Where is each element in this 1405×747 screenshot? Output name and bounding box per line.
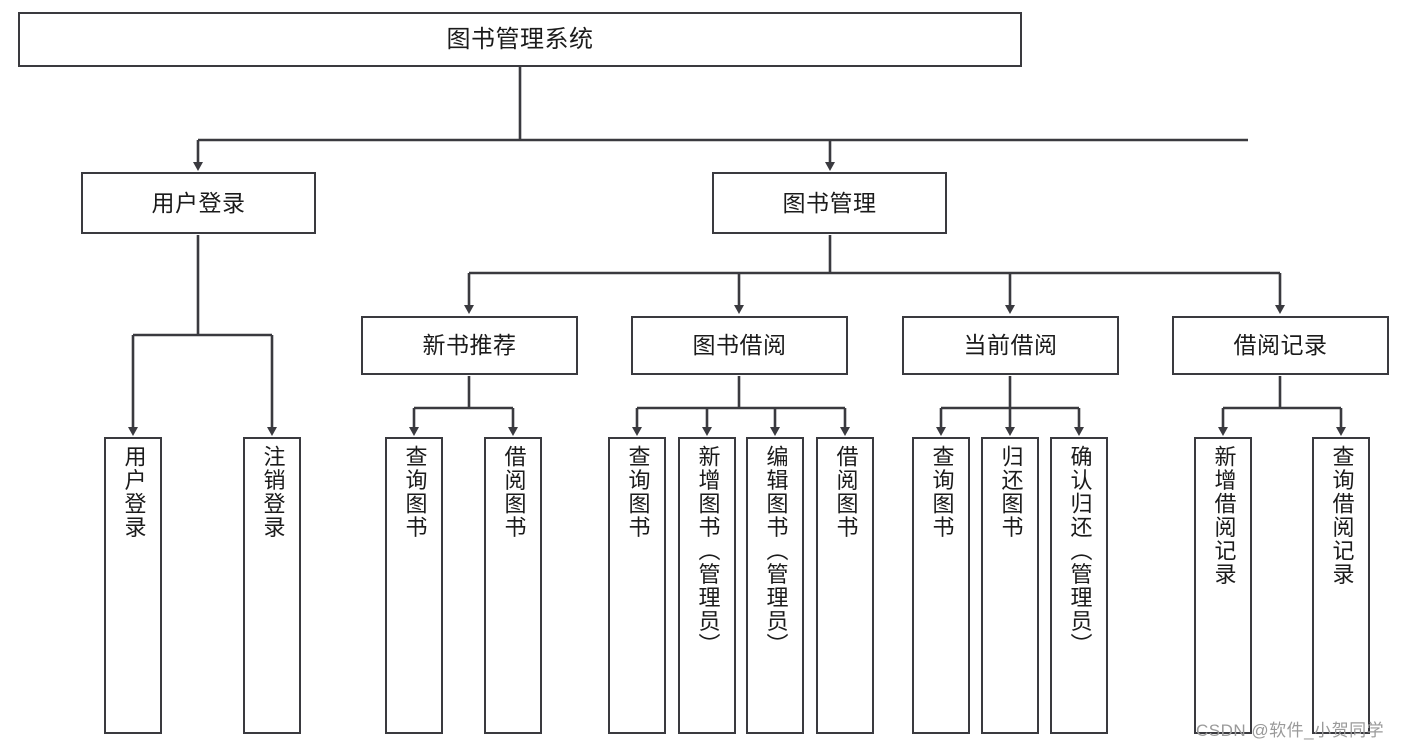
node-label: 新书推荐	[422, 332, 517, 359]
node-label: 图书管理系统	[446, 25, 594, 53]
node-leaf-query-book-recommend[interactable]: 查询图书	[385, 437, 443, 734]
node-label: 当前借阅	[963, 332, 1058, 359]
node-label: 确认归还（管理员）	[1067, 445, 1093, 657]
node-label: 查询图书	[625, 445, 651, 539]
node-book-manage[interactable]: 图书管理	[712, 172, 947, 234]
node-leaf-confirm-return[interactable]: 确认归还（管理员）	[1050, 437, 1108, 734]
node-leaf-query-book-borrow[interactable]: 查询图书	[608, 437, 666, 734]
node-root-system[interactable]: 图书管理系统	[18, 12, 1022, 67]
node-leaf-query-borrow-record[interactable]: 查询借阅记录	[1312, 437, 1370, 734]
node-leaf-query-book-current[interactable]: 查询图书	[912, 437, 970, 734]
node-new-book-recommend[interactable]: 新书推荐	[361, 316, 578, 375]
node-label: 新增借阅记录	[1211, 445, 1237, 586]
node-label: 归还图书	[998, 445, 1024, 539]
node-leaf-user-login[interactable]: 用户登录	[104, 437, 162, 734]
node-label: 编辑图书（管理员）	[763, 445, 789, 657]
node-label: 用户登录	[121, 445, 147, 539]
node-label: 查询图书	[402, 445, 428, 539]
node-label: 新增图书（管理员）	[695, 445, 721, 657]
node-label: 借阅图书	[833, 445, 859, 539]
node-label: 用户登录	[151, 189, 246, 216]
node-leaf-edit-book[interactable]: 编辑图书（管理员）	[746, 437, 804, 734]
node-leaf-add-borrow-record[interactable]: 新增借阅记录	[1194, 437, 1252, 734]
csdn-watermark: CSDN @软件_小贺同学	[1196, 721, 1385, 740]
node-borrow-record[interactable]: 借阅记录	[1172, 316, 1389, 375]
node-leaf-add-book[interactable]: 新增图书（管理员）	[678, 437, 736, 734]
node-label: 借阅记录	[1233, 332, 1328, 359]
node-label: 查询借阅记录	[1329, 445, 1355, 586]
node-label: 注销登录	[260, 445, 286, 539]
node-label: 图书借阅	[692, 332, 787, 359]
node-leaf-borrow-book-recommend[interactable]: 借阅图书	[484, 437, 542, 734]
node-current-borrow[interactable]: 当前借阅	[902, 316, 1119, 375]
node-label: 查询图书	[929, 445, 955, 539]
node-leaf-borrow-book[interactable]: 借阅图书	[816, 437, 874, 734]
node-leaf-return-book[interactable]: 归还图书	[981, 437, 1039, 734]
node-leaf-logout[interactable]: 注销登录	[243, 437, 301, 734]
node-user-login[interactable]: 用户登录	[81, 172, 316, 234]
node-book-borrow[interactable]: 图书借阅	[631, 316, 848, 375]
node-label: 借阅图书	[501, 445, 527, 539]
node-label: 图书管理	[782, 189, 877, 216]
